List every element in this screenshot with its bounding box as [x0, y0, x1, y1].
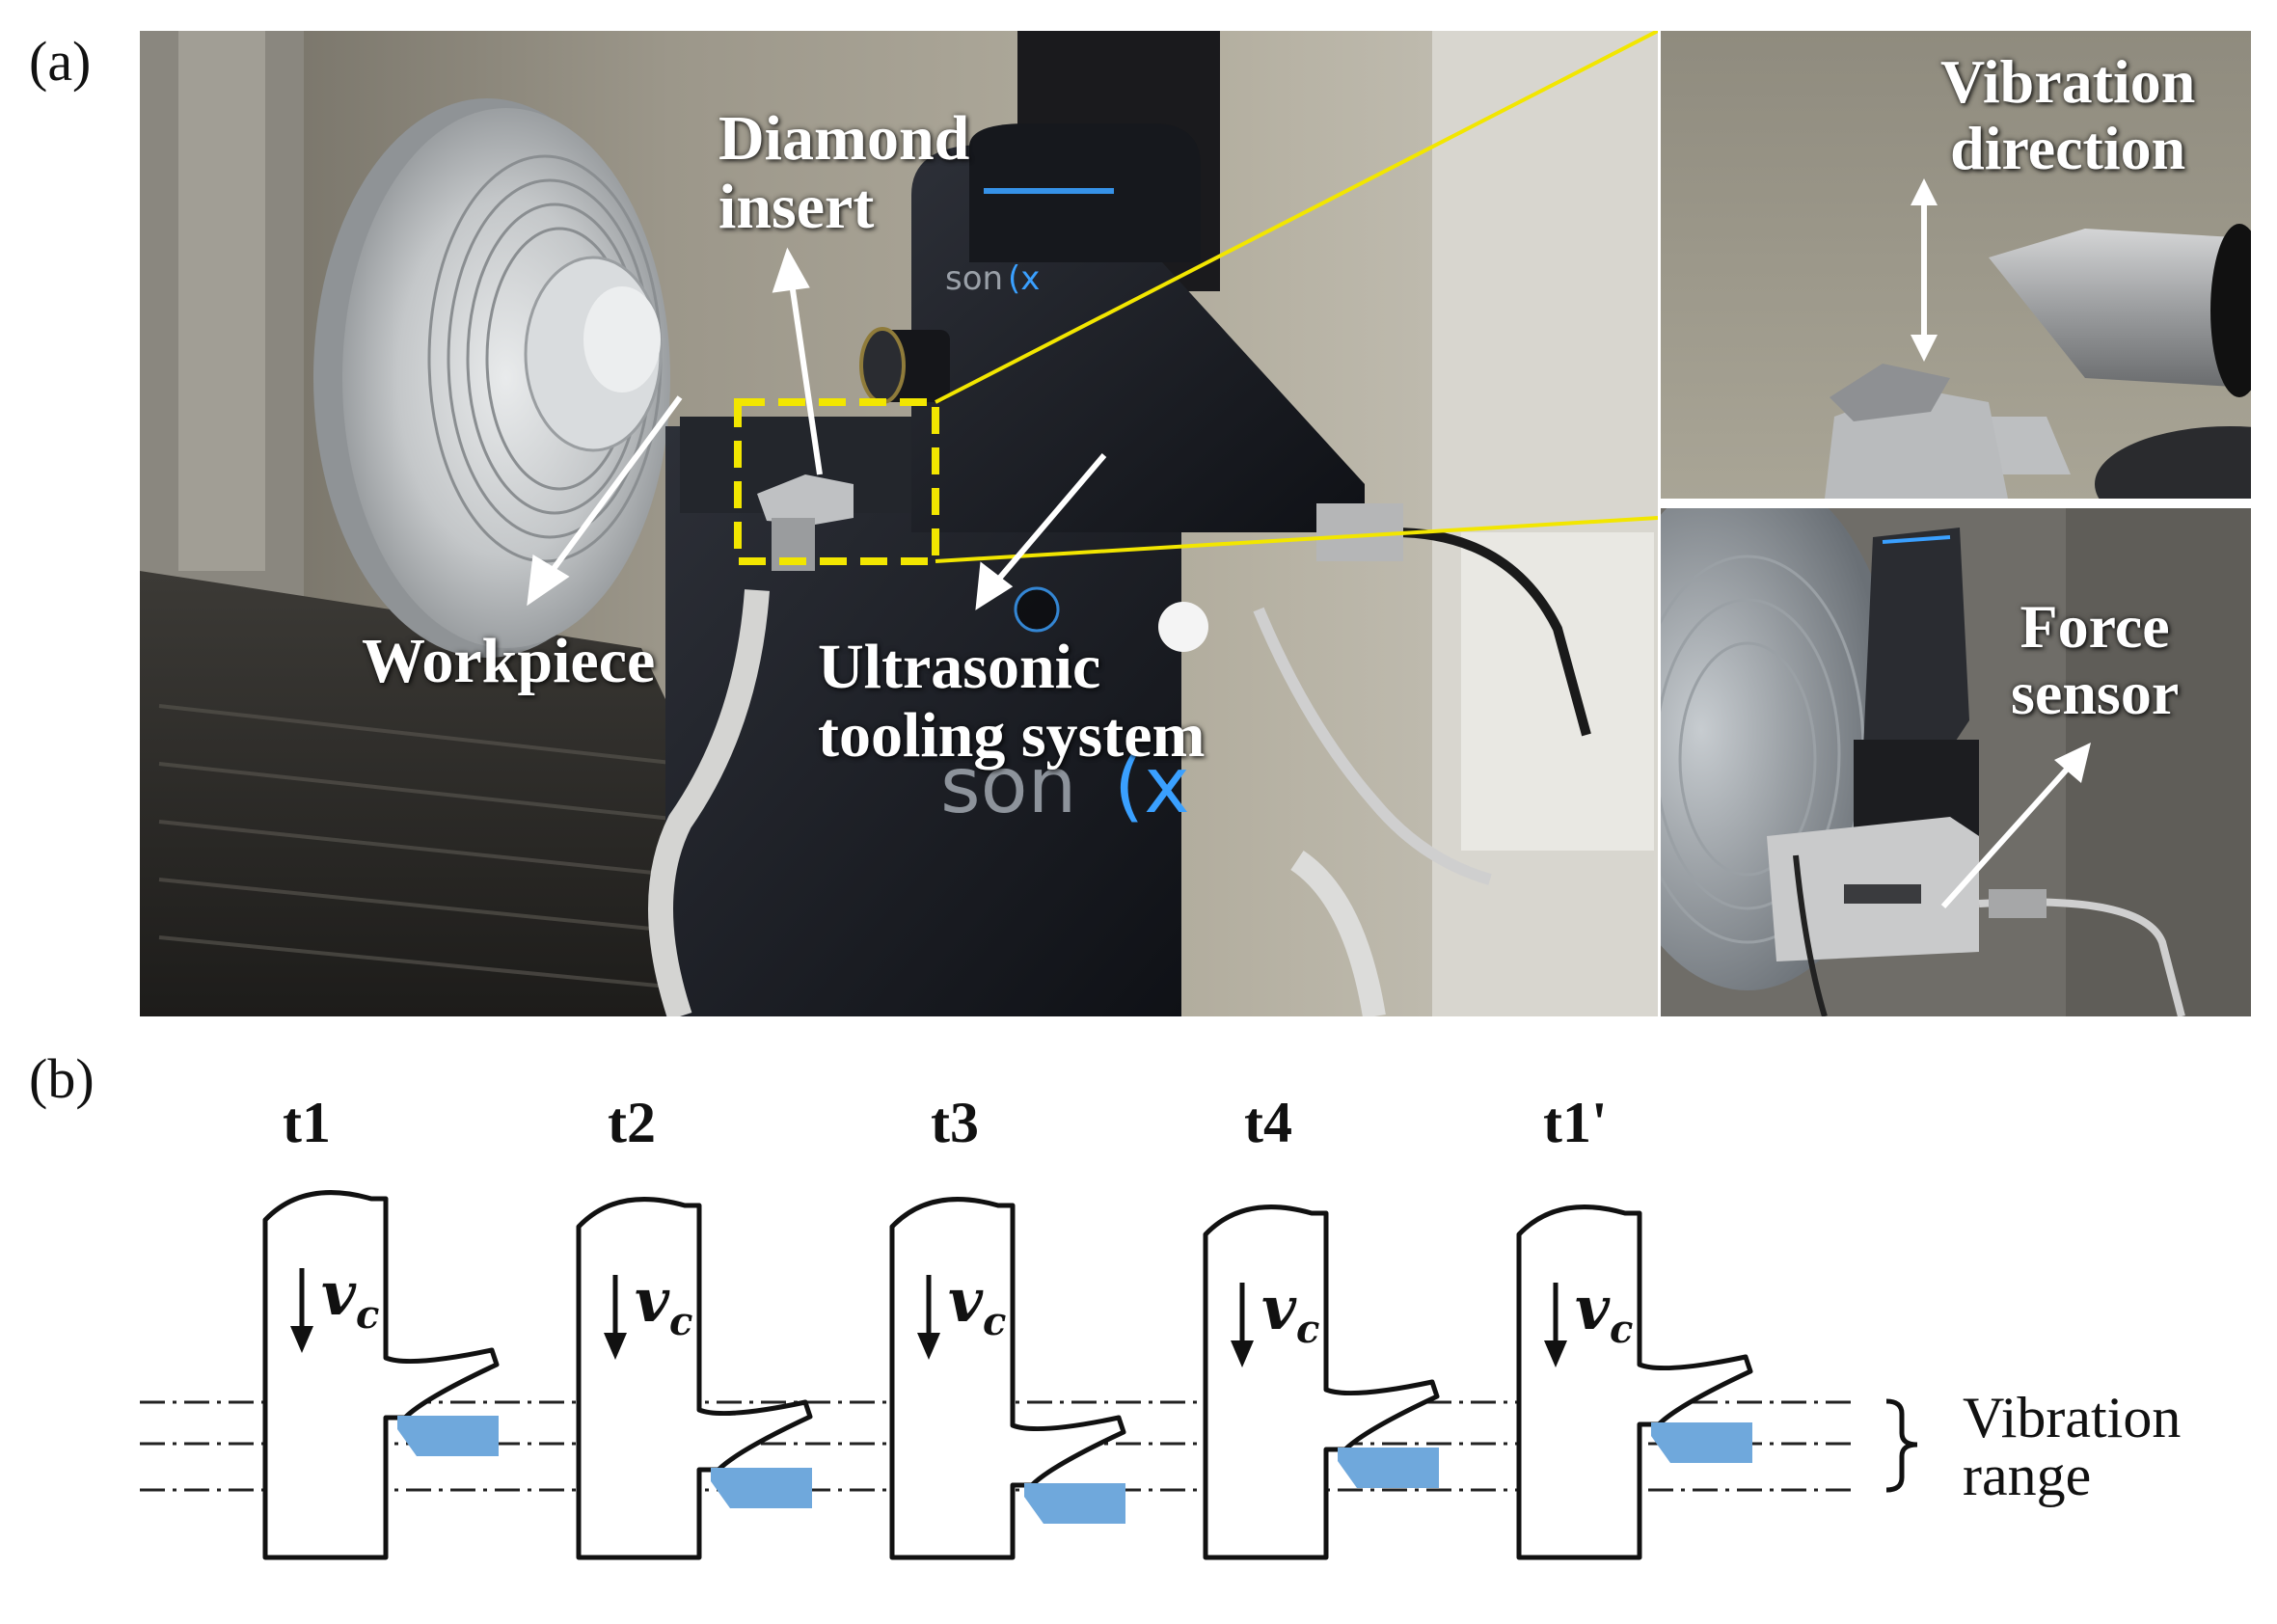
svg-text:(x: (x	[1114, 741, 1190, 830]
time-label-t2: t2	[608, 1091, 656, 1154]
velocity-arrow-head	[290, 1326, 313, 1353]
label-vibration-range: Vibration range	[1963, 1389, 2181, 1504]
cutting-tool	[1651, 1422, 1752, 1463]
label-ultrasonic: Ultrasonic tooling system	[818, 633, 1205, 771]
time-label-t1: t1	[283, 1091, 331, 1154]
time-label-t1-prime: t1'	[1543, 1091, 1608, 1154]
cutting-tool	[397, 1416, 499, 1456]
label-force-line1: Force	[2019, 592, 2170, 661]
stage-3: vc	[889, 1197, 1126, 1560]
label-diamond-insert: Diamond insert	[718, 104, 969, 242]
stage-1: vc	[262, 1190, 500, 1560]
velocity-arrow-head	[1544, 1340, 1567, 1367]
label-ultrasonic-line1: Ultrasonic	[818, 632, 1101, 702]
label-vibration-line2: direction	[1950, 114, 2186, 183]
inset-force-sensor	[1661, 508, 2251, 1016]
velocity-arrow-head	[1231, 1340, 1254, 1367]
stage-2: vc	[576, 1197, 813, 1560]
label-range-line2: range	[1963, 1444, 2092, 1507]
inset-vibration	[1661, 31, 2251, 499]
range-bracket	[1885, 1398, 1918, 1493]
label-range-line1: Vibration	[1963, 1386, 2182, 1449]
panel-a-label: (a)	[29, 30, 92, 93]
velocity-arrow-head	[917, 1333, 940, 1360]
panel-b-label: (b)	[29, 1047, 95, 1110]
main-photo: son (x son (x	[140, 31, 1658, 1016]
highlight-box	[734, 398, 939, 565]
label-force-line2: sensor	[2011, 659, 2180, 728]
chip-workpiece-outline	[1203, 1204, 1440, 1560]
label-vibration-line1: Vibration	[1940, 47, 2196, 116]
chip-workpiece-outline	[576, 1197, 813, 1560]
chip-workpiece-outline	[889, 1197, 1126, 1560]
brand-text-small: son	[945, 259, 1003, 298]
chip-workpiece-outline	[1516, 1204, 1753, 1560]
brand-text-large: son	[940, 741, 1076, 830]
time-label-t4: t4	[1244, 1091, 1292, 1154]
label-diamond-line1: Diamond	[718, 103, 970, 174]
cutting-tool	[1338, 1448, 1439, 1488]
force-sensor-arrow	[1929, 733, 2102, 916]
label-workpiece: Workpiece	[362, 626, 656, 696]
cutting-tool	[1024, 1483, 1125, 1524]
velocity-arrow-head	[604, 1333, 627, 1360]
stage-4: vc	[1203, 1204, 1440, 1560]
cutting-tool	[711, 1468, 812, 1508]
svg-text:(x: (x	[1008, 259, 1040, 298]
label-ultrasonic-line2: tooling system	[818, 700, 1206, 771]
chip-workpiece-outline	[262, 1190, 500, 1560]
label-force-sensor: Force sensor	[2011, 593, 2179, 726]
stage-5: vc	[1516, 1204, 1753, 1560]
label-diamond-line2: insert	[718, 172, 875, 243]
vibration-direction-arrow	[1905, 178, 1943, 362]
label-vibration-direction: Vibration direction	[1940, 48, 2195, 181]
time-label-t3: t3	[931, 1091, 979, 1154]
